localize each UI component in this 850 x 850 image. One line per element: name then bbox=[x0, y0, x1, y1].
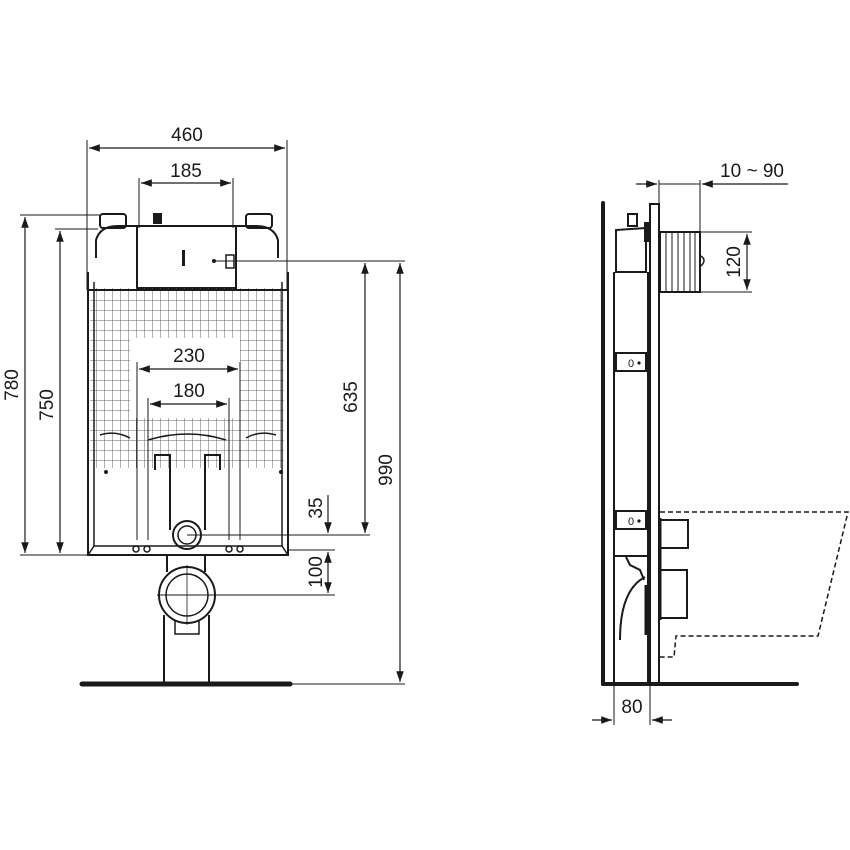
dim-label-180: 180 bbox=[173, 381, 205, 402]
front-view: 460 185 bbox=[2, 125, 405, 687]
dimension-cistern-width: 185 bbox=[138, 161, 234, 228]
bracket-label-upper: 0 bbox=[628, 358, 634, 370]
dim-label-990: 990 bbox=[376, 454, 397, 486]
dimension-heights-right: 635 990 35 100 bbox=[287, 260, 405, 682]
dim-label-780: 780 bbox=[2, 369, 23, 401]
dim-label-35: 35 bbox=[306, 497, 327, 518]
side-view: 0 0 bbox=[592, 161, 849, 725]
dimension-frame-depth: 80 bbox=[592, 684, 672, 725]
dimension-heights-left: 780 750 bbox=[2, 214, 100, 556]
cistern bbox=[95, 213, 400, 289]
dim-label-750: 750 bbox=[37, 389, 58, 421]
installation-frame bbox=[87, 272, 370, 556]
dim-label-100: 100 bbox=[306, 556, 327, 588]
dim-label-635: 635 bbox=[341, 381, 362, 413]
dimension-actuator-height: 120 bbox=[700, 231, 752, 293]
side-frame: 0 0 bbox=[613, 203, 660, 685]
drain-assembly bbox=[79, 555, 405, 687]
bracket-label-lower: 0 bbox=[628, 516, 634, 528]
wc-pan-outline bbox=[658, 511, 849, 658]
dim-label-185: 185 bbox=[170, 161, 202, 182]
dimension-overall-width: 460 bbox=[86, 125, 288, 290]
actuator-box bbox=[659, 231, 705, 293]
dim-label-460: 460 bbox=[171, 125, 203, 146]
dim-label-120: 120 bbox=[724, 246, 745, 278]
valve-cap bbox=[153, 213, 162, 224]
dimension-wall-depth: 10 ~ 90 bbox=[636, 161, 788, 232]
dim-label-230: 230 bbox=[173, 346, 205, 367]
dimension-opening: 230 180 bbox=[136, 346, 241, 540]
dim-label-10-90: 10 ~ 90 bbox=[720, 161, 784, 182]
dim-label-80: 80 bbox=[621, 697, 642, 718]
